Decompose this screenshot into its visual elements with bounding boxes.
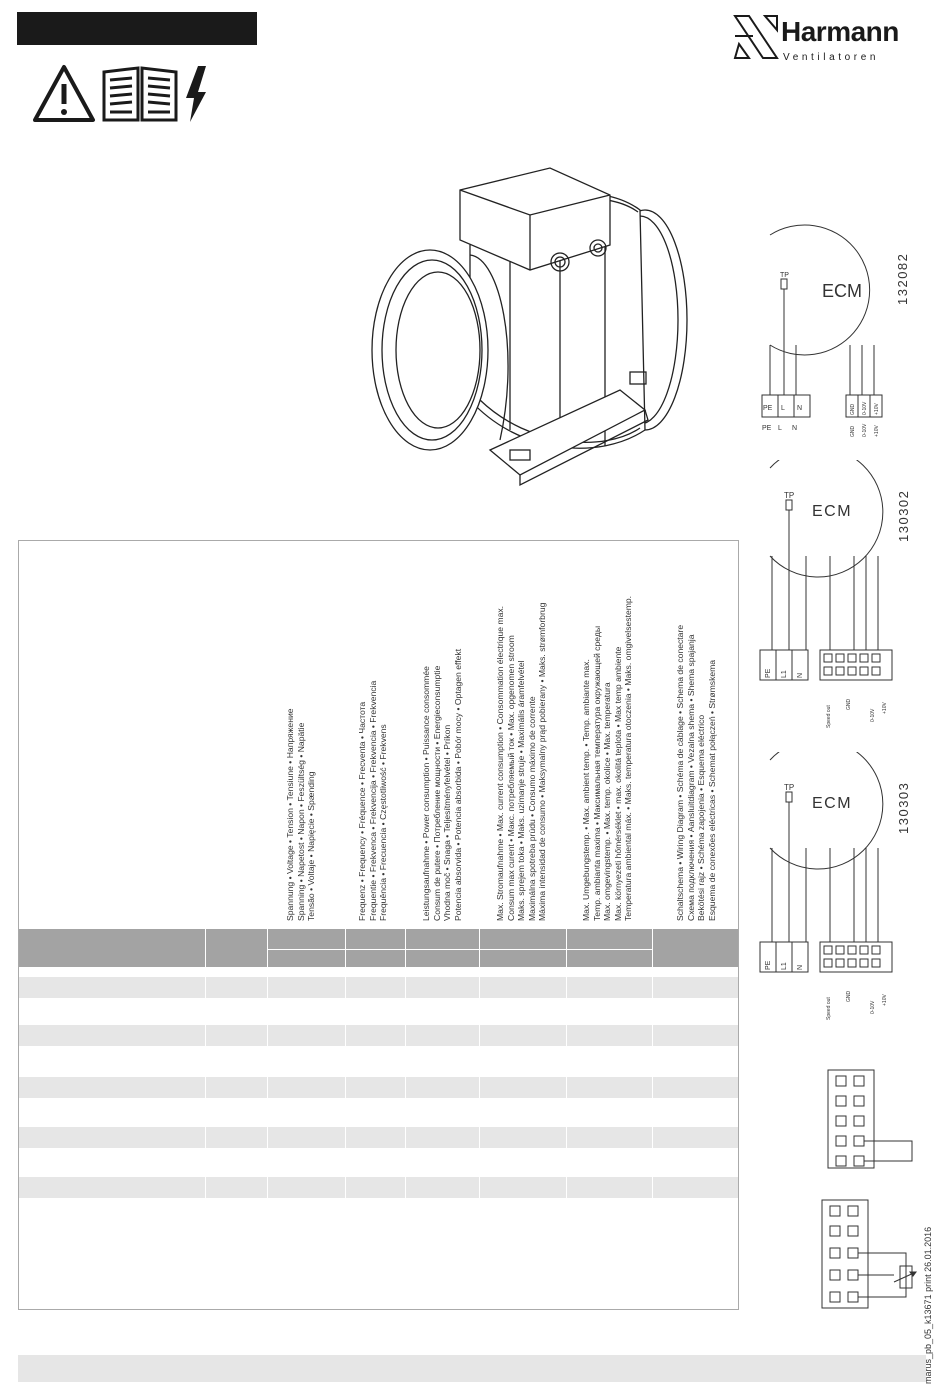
connector-detail-1 bbox=[826, 1068, 926, 1172]
brand-logo: Harmann Ventilatoren bbox=[733, 14, 913, 70]
svg-text:0-10V: 0-10V bbox=[862, 423, 868, 437]
table-row bbox=[19, 1127, 738, 1148]
table-row bbox=[19, 1025, 738, 1046]
svg-text:N: N bbox=[797, 965, 804, 970]
lightning-icon bbox=[186, 66, 206, 122]
table-row bbox=[19, 1077, 738, 1098]
tp-label: TP bbox=[784, 491, 794, 500]
header-temperature: Max. Umgebungstemp. • Max. ambient temp.… bbox=[581, 595, 634, 921]
svg-text:L1: L1 bbox=[781, 670, 788, 678]
svg-text:PE: PE bbox=[765, 960, 772, 970]
table-header-bar bbox=[19, 929, 738, 967]
svg-text:GND: GND bbox=[850, 426, 856, 438]
manual-icon bbox=[102, 66, 178, 122]
wiring-diagram-2: TP ECM PE L1 N Speed out GND 0-10V +10V bbox=[750, 446, 900, 730]
tp-label: TP bbox=[784, 783, 794, 792]
svg-text:PE: PE bbox=[765, 668, 772, 678]
svg-text:L1: L1 bbox=[781, 962, 788, 970]
motor-label: ECM bbox=[812, 795, 852, 812]
diagram-code-1: 132082 bbox=[895, 252, 910, 305]
logo-mark-icon bbox=[733, 15, 779, 59]
connector-detail-2 bbox=[818, 1198, 918, 1312]
brand-name: Harmann bbox=[781, 16, 899, 47]
warning-icon bbox=[33, 65, 95, 122]
header-frequency: Frequenz • Frequency • Fréquence • Frecv… bbox=[357, 680, 389, 921]
svg-text:+10V: +10V bbox=[882, 702, 888, 714]
svg-text:PE: PE bbox=[763, 405, 773, 412]
table-row bbox=[19, 977, 738, 998]
tp-label: TP bbox=[780, 272, 789, 279]
svg-text:N: N bbox=[797, 673, 804, 678]
svg-text:Speed out: Speed out bbox=[826, 705, 832, 728]
table-row bbox=[19, 1177, 738, 1198]
svg-text:GND: GND bbox=[846, 991, 852, 1003]
svg-text:L: L bbox=[781, 405, 785, 412]
header-wiring: Schaltschema • Wiring Diagram • Schéma d… bbox=[675, 624, 717, 921]
svg-text:+10V: +10V bbox=[882, 994, 888, 1006]
wiring-diagram-1: TP ECM PE L N PE L N GND 0-10V +10V GND … bbox=[750, 215, 900, 440]
svg-text:+10V: +10V bbox=[874, 425, 880, 437]
svg-text:L: L bbox=[778, 425, 782, 432]
safety-icons bbox=[32, 62, 212, 124]
svg-text:0-10V: 0-10V bbox=[870, 1000, 876, 1014]
inline-fan-illustration bbox=[360, 150, 700, 490]
header-power: Leistungsaufnahme • Power consumption • … bbox=[421, 648, 463, 921]
header-black-bar bbox=[17, 12, 257, 45]
svg-text:0-10V: 0-10V bbox=[862, 401, 868, 415]
svg-text:PE: PE bbox=[762, 425, 772, 432]
footer-bar bbox=[18, 1355, 926, 1382]
specification-table: Spannung • Voltage • Tension • Tensiune … bbox=[18, 540, 739, 1310]
diagram-code-2: 130302 bbox=[896, 489, 911, 542]
motor-label: ECM bbox=[822, 281, 862, 301]
svg-text:Speed out: Speed out bbox=[826, 997, 832, 1020]
motor-label: ECM bbox=[812, 503, 852, 520]
svg-text:GND: GND bbox=[850, 404, 856, 416]
diagram-code-3: 130303 bbox=[896, 781, 911, 834]
svg-text:GND: GND bbox=[846, 699, 852, 711]
svg-text:0-10V: 0-10V bbox=[870, 708, 876, 722]
svg-text:+10V: +10V bbox=[874, 403, 880, 415]
svg-text:N: N bbox=[797, 405, 802, 412]
wiring-diagram-3: TP ECM PE L1 N Speed out GND 0-10V +10V bbox=[750, 738, 900, 1022]
header-voltage: Spannung • Voltage • Tension • Tensiune … bbox=[285, 708, 317, 921]
svg-text:N: N bbox=[792, 425, 797, 432]
brand-subtitle: Ventilatoren bbox=[783, 52, 880, 63]
header-current: Max. Stromaufnahme • Max. current consum… bbox=[495, 602, 548, 921]
